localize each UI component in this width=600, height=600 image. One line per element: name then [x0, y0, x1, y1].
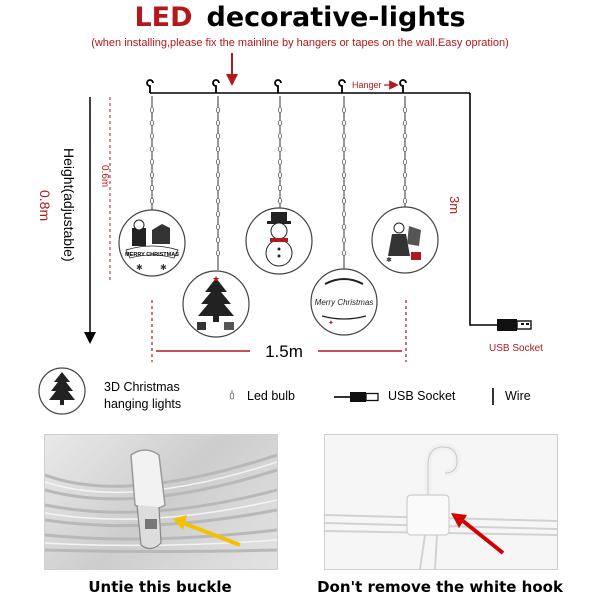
legend-usb-label: USB Socket: [388, 389, 456, 403]
led-bulb-icon: [277, 158, 282, 165]
led-bulb-icon: [341, 145, 346, 152]
led-bulb-icon: [402, 132, 407, 139]
led-bulb-icon: [215, 249, 220, 256]
led-bulb-icon: [215, 236, 220, 243]
led-bulb-icon: [277, 184, 282, 191]
legend-ornament-icon: [38, 367, 86, 415]
led-bulb-icon: [215, 184, 220, 191]
led-bulb-icon: [341, 171, 346, 178]
led-bulb-icon: [402, 158, 407, 165]
ornament-merry-text: Merry Christmas: [315, 298, 374, 307]
title-led: LED: [134, 2, 193, 33]
led-bulb-icon: [341, 197, 346, 204]
usb-plug-icon: [497, 319, 532, 331]
legend-usb-icon: [334, 392, 379, 402]
ornament-christmas-tree: ★: [182, 270, 250, 338]
led-bulb-icon: [277, 107, 282, 114]
led-bulb-icon: [341, 210, 346, 217]
led-bulb-icon: [277, 197, 282, 204]
lead-wire: [469, 93, 497, 326]
right-caption: Don't remove the white hook: [317, 578, 563, 596]
svg-text:✱: ✱: [160, 263, 167, 272]
legend-bulb-label: Led bulb: [247, 389, 295, 403]
led-bulb-icon: [149, 184, 154, 191]
ornament-santa-text: MERRY CHRISTMAS: [125, 252, 179, 258]
led-bulb-icon: [149, 158, 154, 165]
red-arrow-icon: [451, 513, 467, 528]
led-bulb-icon: [402, 145, 407, 152]
legend-ornament-label: 3D Christmas hanging lights: [104, 380, 182, 411]
hook-photo-art: [325, 443, 557, 569]
led-bulb-icon: [402, 120, 407, 127]
led-bulb-icon: [149, 107, 154, 114]
led-bulb-icon: [277, 145, 282, 152]
left-caption: Untie this buckle: [88, 578, 232, 596]
hanger-label: Hanger: [352, 80, 382, 90]
ornament-merry-christmas: Merry Christmas ✦: [310, 268, 378, 336]
led-bulb-icon: [215, 145, 220, 152]
led-bulb-icon: [277, 171, 282, 178]
led-bulb-icon: [341, 158, 346, 165]
buckle-photo: [44, 434, 278, 570]
ornament-santa-gifts: ✱: [371, 206, 439, 274]
wire-length-label: 3m: [447, 196, 462, 214]
height-value: 0.8m: [37, 190, 53, 221]
ornament-santa-reindeer: MERRY CHRISTMAS ✱ ✱: [118, 209, 186, 277]
title-rest: decorative-lights: [206, 2, 466, 33]
led-bulb-icon: [341, 120, 346, 127]
led-bulb-icon: [341, 249, 346, 256]
led-bulb-icon: [277, 132, 282, 139]
legend-bulb-icon: [229, 390, 235, 400]
led-bulb-icon: [215, 171, 220, 178]
svg-text:★: ★: [212, 274, 220, 284]
led-bulb-icon: [341, 236, 346, 243]
led-bulb-icon: [215, 120, 220, 127]
mainline-arrow-icon: [226, 53, 238, 86]
led-bulb-icon: [149, 171, 154, 178]
width-label: 1.5m: [265, 342, 303, 361]
yellow-arrow-icon: [173, 515, 187, 530]
ornament-snowman: [245, 207, 313, 275]
led-bulb-icon: [215, 132, 220, 139]
legend-wire-label: Wire: [505, 389, 531, 403]
buckle-photo-art: [45, 449, 277, 553]
usb-socket-label: USB Socket: [489, 343, 543, 354]
led-bulb-icon: [215, 197, 220, 204]
led-bulb-icon: [149, 197, 154, 204]
led-bulb-icon: [341, 184, 346, 191]
page-title: LED decorative-lights: [0, 2, 600, 34]
led-bulb-icon: [215, 158, 220, 165]
led-bulb-icon: [149, 132, 154, 139]
led-bulb-icon: [402, 184, 407, 191]
led-bulb-icons: [149, 107, 407, 256]
led-bulb-icon: [402, 197, 407, 204]
led-bulb-icon: [341, 223, 346, 230]
led-bulb-icon: [215, 107, 220, 114]
height-label: Height(adjustable): [61, 148, 77, 262]
led-bulb-icon: [402, 107, 407, 114]
hanger-icons: [146, 79, 407, 93]
led-bulb-icon: [149, 145, 154, 152]
light-layout-diagram: Hanger MERRY CHRISTMAS ✱ ✱ ★: [37, 53, 543, 415]
led-bulb-icon: [215, 210, 220, 217]
hook-photo: [324, 434, 558, 570]
led-bulb-icon: [341, 132, 346, 139]
svg-text:✱: ✱: [136, 263, 143, 272]
led-bulb-icon: [341, 107, 346, 114]
led-bulb-icon: [402, 171, 407, 178]
led-bulb-icon: [215, 223, 220, 230]
install-note: (when installing,please fix the mainline…: [91, 37, 509, 49]
led-bulb-icon: [277, 120, 282, 127]
short-drop-label: 0.6m: [99, 165, 110, 187]
svg-text:✦: ✦: [328, 319, 334, 327]
led-bulb-icon: [149, 120, 154, 127]
svg-text:✱: ✱: [386, 256, 392, 264]
